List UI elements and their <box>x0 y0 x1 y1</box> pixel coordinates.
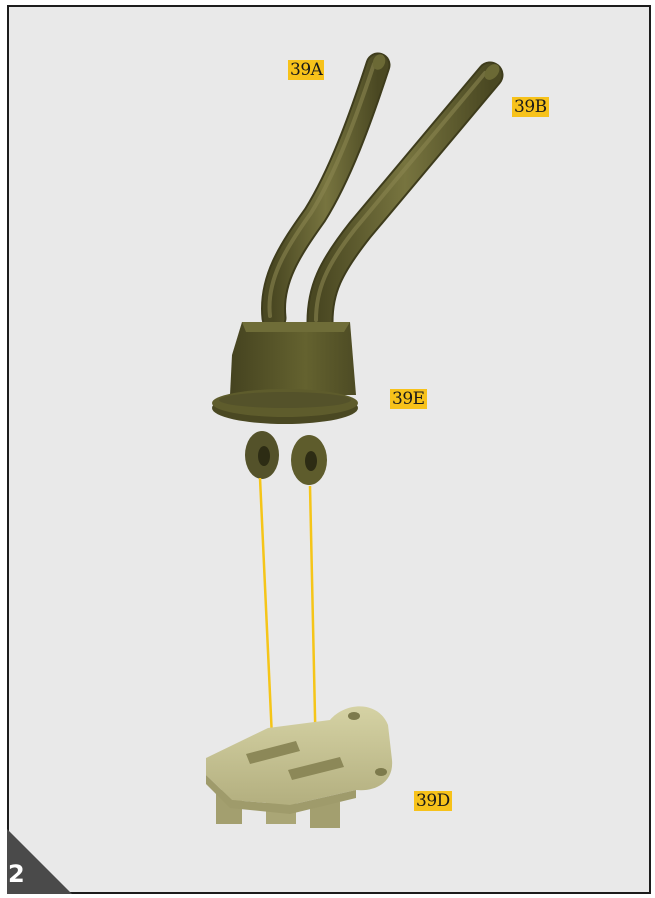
step-number: 2 <box>8 860 25 888</box>
